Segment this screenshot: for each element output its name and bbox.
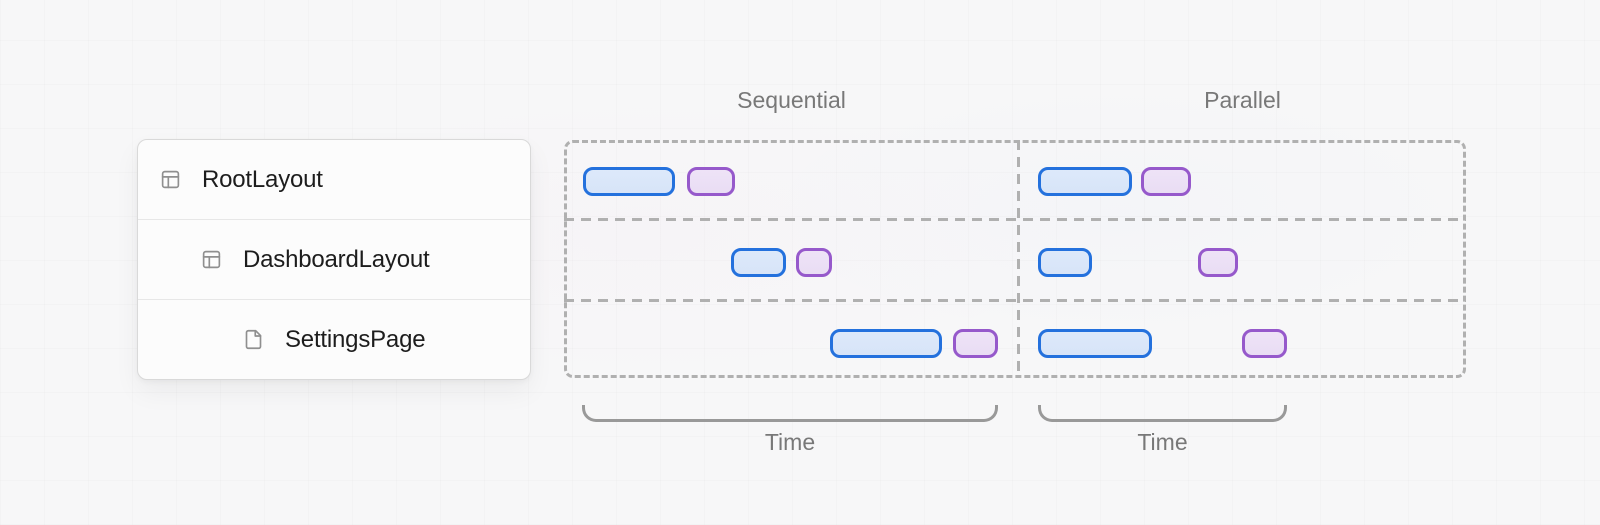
- timeline-bar-purple-parallel-row2: [1242, 329, 1287, 358]
- timeline-row-divider: [564, 299, 1466, 302]
- page-icon: [243, 329, 264, 350]
- timeline-bar-purple-sequential-row2: [953, 329, 998, 358]
- layout-icon: [201, 249, 222, 270]
- timeline-bar-blue-sequential-row2: [830, 329, 942, 358]
- tree-item-settingspage: SettingsPage: [138, 300, 530, 379]
- tree-item-label: RootLayout: [202, 165, 323, 193]
- timeline-bar-blue-parallel-row0: [1038, 167, 1132, 196]
- section-title-parallel: Parallel: [1204, 87, 1281, 113]
- timeline-grid-border: [564, 140, 1466, 378]
- timeline-row-divider: [564, 218, 1466, 221]
- time-label-parallel: Time: [1137, 429, 1188, 455]
- layout-icon: [160, 169, 181, 190]
- timeline-bar-purple-sequential-row0: [687, 167, 735, 196]
- tree-item-rootlayout: RootLayout: [138, 140, 530, 220]
- time-bracket-parallel: [1038, 405, 1287, 422]
- timeline-bar-purple-parallel-row0: [1141, 167, 1191, 196]
- time-label-sequential: Time: [764, 429, 816, 455]
- timeline-bar-purple-parallel-row1: [1198, 248, 1238, 277]
- tree-item-label: DashboardLayout: [243, 245, 430, 273]
- timeline-bar-blue-sequential-row1: [731, 248, 786, 277]
- component-tree-card: RootLayout DashboardLayout SettingsPage: [137, 139, 531, 380]
- timeline-section-divider: [1017, 140, 1020, 378]
- tree-item-label: SettingsPage: [285, 325, 426, 353]
- timeline-bar-purple-sequential-row1: [796, 248, 832, 277]
- section-title-sequential: Sequential: [737, 87, 846, 113]
- timeline-bar-blue-parallel-row1: [1038, 248, 1092, 277]
- timeline-bar-blue-parallel-row2: [1038, 329, 1152, 358]
- timeline-bar-blue-sequential-row0: [583, 167, 675, 196]
- time-bracket-sequential: [582, 405, 998, 422]
- tree-item-dashboardlayout: DashboardLayout: [138, 220, 530, 300]
